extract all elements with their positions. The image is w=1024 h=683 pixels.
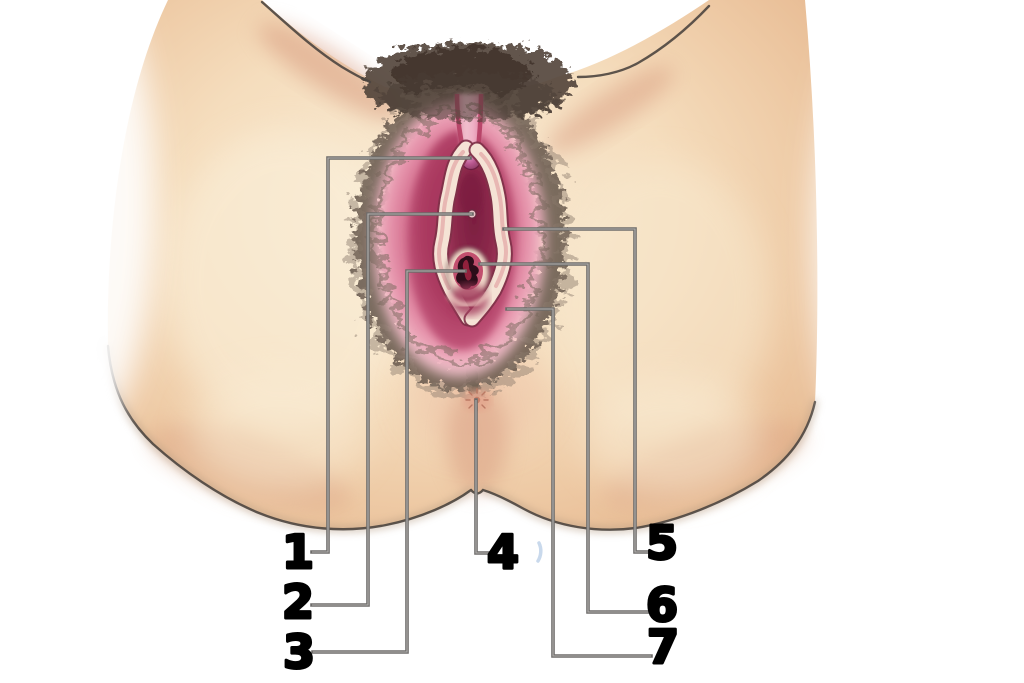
leader-line-highlight-1 <box>312 157 470 553</box>
callout-4: 4 <box>474 398 521 581</box>
leader-line-highlight-4 <box>475 400 489 554</box>
crease-shadow-left <box>257 22 403 122</box>
groin-crease-right <box>576 4 711 79</box>
vulva <box>373 93 545 378</box>
leader-line-highlight-6 <box>480 263 650 613</box>
callout-3: 3 <box>281 269 467 681</box>
opening-lower-shade <box>450 284 488 316</box>
fourchette-arc <box>446 291 491 308</box>
callout-2: 2 <box>280 212 474 631</box>
label-number-4: 4 <box>487 525 519 579</box>
vaginal-opening <box>446 247 491 316</box>
callout-7: 7 <box>505 307 681 676</box>
label-number-3: 3 <box>283 625 315 679</box>
leader-line-highlight-3 <box>313 270 465 653</box>
highlight-left-thigh <box>165 130 405 430</box>
fade-left <box>5 0 155 440</box>
callout-1: 1 <box>280 156 472 581</box>
pubic-hair-wisps <box>374 72 556 366</box>
opening-red-fold <box>462 259 472 281</box>
label-number-5: 5 <box>646 516 678 570</box>
callout-6: 6 <box>478 262 680 634</box>
callout-5: 5 <box>502 227 680 572</box>
fade-right <box>815 0 985 500</box>
callouts: 123 4 5 67 <box>280 156 681 681</box>
hair-top-strands <box>380 72 556 120</box>
buttock-outline-right <box>481 400 817 531</box>
label-number-2: 2 <box>282 575 314 629</box>
sub-glans-shadow <box>459 173 483 217</box>
crease-shadow-right <box>546 66 674 154</box>
label-number-6: 6 <box>646 578 678 632</box>
skin-shading <box>149 22 806 512</box>
edge-fades <box>5 0 985 500</box>
leader-line-highlight-7 <box>507 308 651 657</box>
stray-mark <box>536 541 543 563</box>
label-number-7: 7 <box>647 620 679 674</box>
buttock-highlight-right <box>580 375 760 495</box>
leader-line-highlight-2 <box>312 213 472 606</box>
leader-line-highlight-5 <box>504 228 649 553</box>
groin-crease-left <box>260 0 372 84</box>
buttock-highlight-left <box>190 370 370 490</box>
label-number-1: 1 <box>282 525 314 579</box>
left-frill-shade <box>437 150 465 290</box>
